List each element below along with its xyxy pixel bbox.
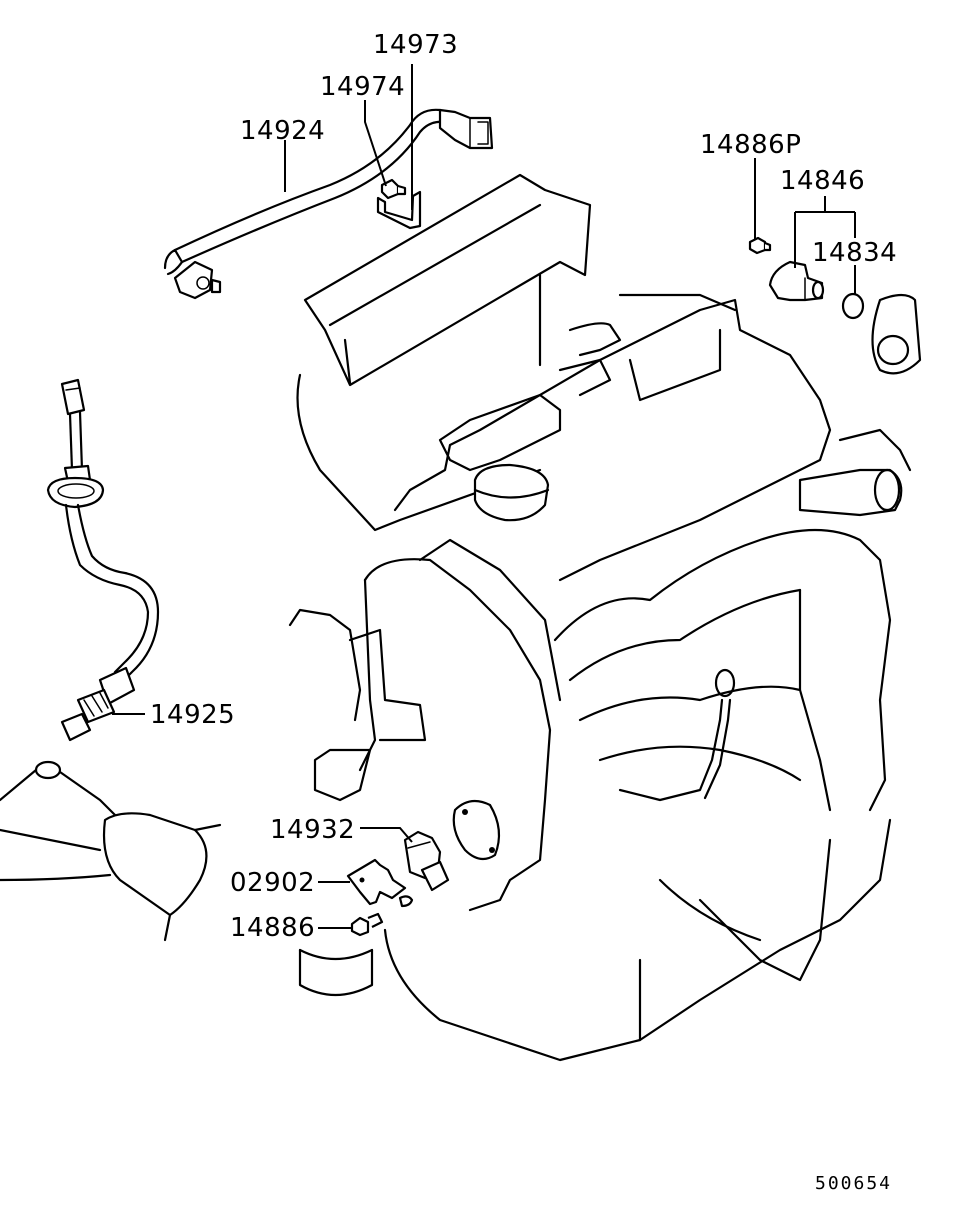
label-14925: 14925 [150,700,236,730]
diagram-code: 500654 [815,1173,893,1194]
label-14973: 14973 [373,30,459,60]
label-14924: 14924 [240,116,326,146]
label-14846: 14846 [780,166,866,196]
label-14886P: 14886P [700,130,802,160]
bolt-14886 [350,912,384,937]
label-14834: 14834 [812,238,898,268]
exhaust-pipe [0,760,222,942]
bolt-14886P [748,236,772,255]
label-14932: 14932 [270,815,356,845]
bracket-02902 [346,858,414,908]
engine-block [288,173,922,1062]
bracket-14973 [376,190,422,230]
leader-lines [112,64,856,929]
o2-sensor-14925 [46,378,160,742]
label-14974: 14974 [320,72,406,102]
o-ring-14834 [841,292,865,320]
label-14886: 14886 [230,913,316,943]
label-02902: 02902 [230,868,316,898]
harness-14924 [163,108,494,300]
sensor-14932 [403,830,450,892]
sensor-14846 [768,260,825,302]
